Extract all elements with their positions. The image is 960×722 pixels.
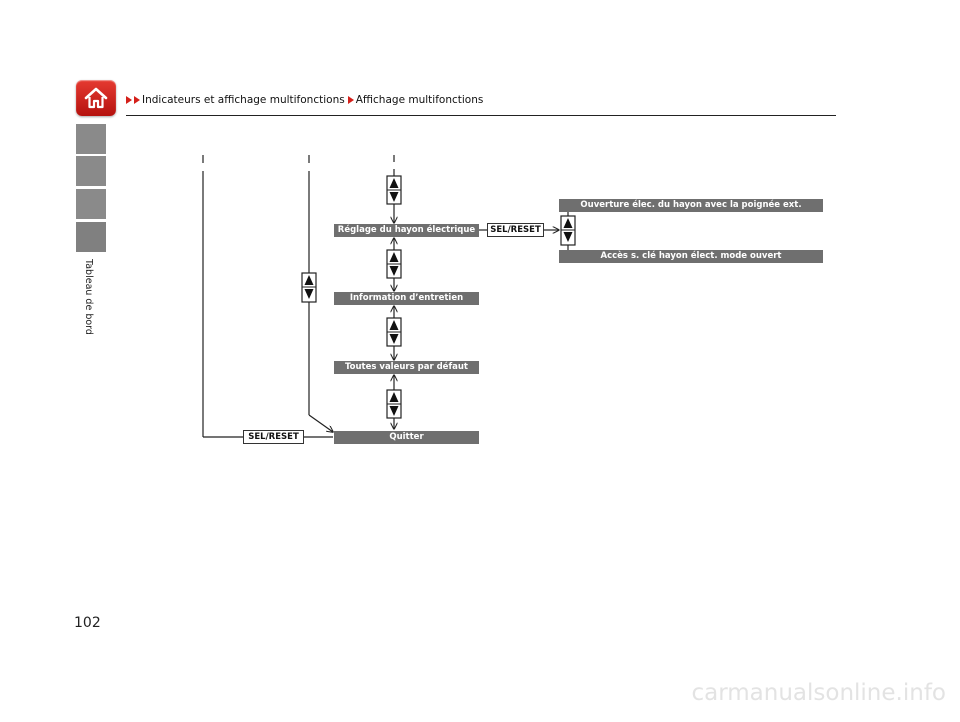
menu-item-maintenance-info[interactable]: Information d’entretien (334, 292, 479, 305)
menu-item-power-tailgate[interactable]: Réglage du hayon électrique (334, 224, 479, 237)
sel-reset-button[interactable]: SEL/RESET (243, 430, 304, 444)
up-down-arrow-icon (386, 317, 402, 347)
home-icon (84, 87, 108, 109)
breadcrumb-arrow-icon (347, 96, 354, 104)
breadcrumb-item-indicators[interactable]: Indicateurs et affichage multifonctions (142, 94, 345, 106)
sidebar-square (76, 124, 106, 154)
sidebar-square (76, 156, 106, 186)
up-down-arrow-icon (386, 389, 402, 419)
menu-item-default-all[interactable]: Toutes valeurs par défaut (334, 361, 479, 374)
sidebar-tab-active[interactable] (76, 222, 106, 252)
up-down-arrow-icon (386, 249, 402, 279)
up-down-arrow-icon (386, 175, 402, 205)
breadcrumb-arrow-icon (126, 96, 132, 104)
breadcrumb: Indicateurs et affichage multifonctions … (126, 94, 486, 106)
submenu-item-keyless-open-mode[interactable]: Accès s. clé hayon élect. mode ouvert (559, 250, 823, 263)
up-down-arrow-icon (560, 215, 576, 246)
submenu-item-open-by-handle[interactable]: Ouverture élec. du hayon avec la poignée… (559, 199, 823, 212)
page-number: 102 (74, 615, 101, 631)
menu-item-quit[interactable]: Quitter (334, 431, 479, 444)
connector-arrow (308, 414, 333, 432)
sidebar-square (76, 189, 106, 219)
up-down-arrow-icon (301, 272, 317, 303)
home-button[interactable] (76, 80, 116, 116)
watermark: carmanualsonline.info (691, 680, 946, 706)
breadcrumb-item-multifunction-display[interactable]: Affichage multifonctions (355, 94, 484, 106)
header-rule (126, 115, 836, 116)
breadcrumb-arrow-icon (134, 96, 140, 104)
sel-reset-button[interactable]: SEL/RESET (487, 223, 544, 237)
